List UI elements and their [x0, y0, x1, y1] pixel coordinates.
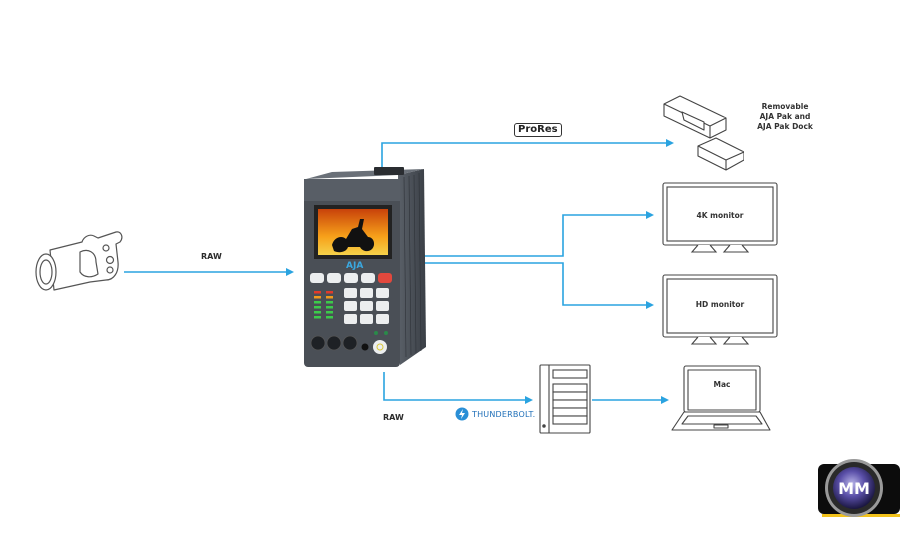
thunderbolt-badge: THUNDERBOLT.	[455, 407, 535, 421]
pak-label-line: Removable	[761, 102, 809, 111]
monitor-hd-icon	[662, 274, 778, 345]
pak-label-line: AJA Pak and	[759, 112, 811, 121]
edge-recorder-pak	[381, 139, 674, 168]
monitor-4k-icon	[662, 182, 778, 253]
watermark-text: MM	[838, 479, 870, 498]
thunderbolt-label: THUNDERBOLT.	[472, 409, 536, 419]
edge-recorder-4k	[423, 211, 654, 257]
lens-logo-icon: MM	[818, 459, 900, 517]
monitor-hd-label: HD monitor	[695, 300, 745, 309]
video-camera-icon	[35, 231, 123, 291]
recorder-device-icon: AJA	[304, 167, 426, 367]
edge-label-raw-output: RAW	[383, 413, 404, 422]
pak-label: Removable AJA Pak and AJA Pak Dock	[740, 102, 830, 132]
edge-label-raw-input: RAW	[201, 252, 222, 261]
storage-pak-icon	[663, 95, 744, 171]
raid-storage-icon	[539, 364, 591, 434]
thunderbolt-icon	[455, 407, 469, 421]
edge-recorder-raid	[383, 372, 533, 404]
laptop-icon	[671, 365, 771, 431]
pak-label-line: AJA Pak Dock	[757, 122, 813, 131]
edge-label-prores: ProRes	[514, 123, 562, 137]
mac-label: Mac	[713, 380, 731, 389]
device-brand: AJA	[346, 261, 363, 271]
edge-recorder-hd	[423, 262, 654, 309]
monitor-4k-label: 4K monitor	[696, 211, 744, 220]
